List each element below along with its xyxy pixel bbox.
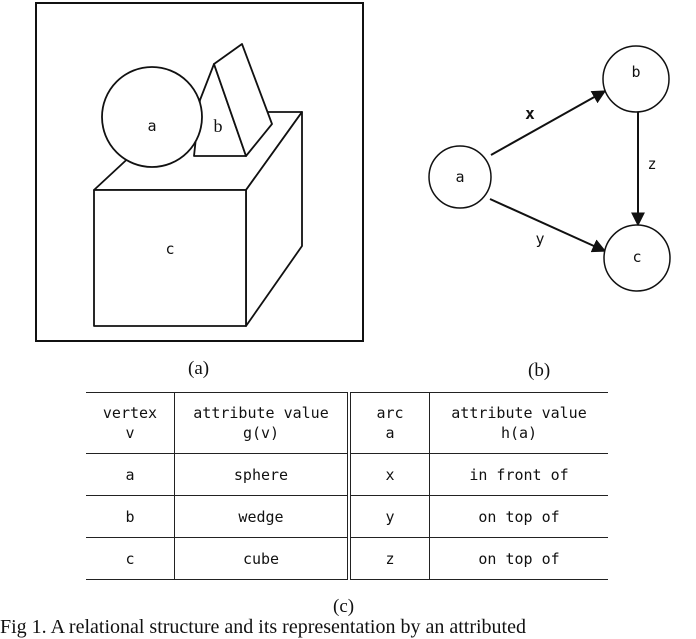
cube-label: c — [165, 240, 174, 258]
vertex-attribute-cell: sphere — [174, 453, 349, 496]
node-c-label: c — [632, 248, 641, 266]
edge-x — [490, 90, 607, 156]
sphere-label: a — [147, 117, 156, 135]
table-row: a sphere x in front of — [86, 453, 608, 496]
table-row: b wedge y on top of — [86, 495, 608, 538]
arc-cell: z — [347, 537, 430, 580]
vertex-cell: c — [125, 549, 135, 568]
graph-panel: a b c x y z — [428, 45, 671, 292]
figure-panels: a b c a b c x y z — [35, 2, 671, 342]
edge-y-label: y — [535, 230, 544, 248]
scene-frame — [35, 2, 364, 342]
figure-caption: Fig 1. A relational structure and its re… — [0, 616, 526, 638]
wedge-label: b — [214, 116, 223, 136]
subfigure-c-label: (c) — [333, 596, 355, 617]
sphere-shape — [101, 66, 203, 168]
subfigure-a-label: (a) — [188, 358, 210, 379]
arc-cell: x — [347, 453, 430, 496]
node-a — [428, 145, 492, 209]
node-a-label: a — [455, 168, 464, 186]
scene-panel: a b c — [35, 2, 364, 342]
arc-attribute-cell: in front of — [429, 453, 608, 496]
edge-x-label: x — [525, 104, 535, 123]
arc-cell: y — [347, 495, 430, 538]
node-b — [602, 45, 670, 113]
edge-y — [489, 198, 607, 253]
subfigure-b-label: (b) — [528, 360, 551, 381]
node-b-label: b — [631, 63, 640, 81]
node-c — [603, 224, 671, 292]
wedge-sloped-face — [213, 43, 273, 157]
vertex-attribute-cell: wedge — [174, 495, 349, 538]
arc-attribute-cell: on top of — [429, 495, 608, 538]
edge-z-label: z — [647, 155, 656, 173]
wedge-shape — [193, 43, 273, 157]
vertex-cell: b — [125, 507, 135, 526]
vertex-attribute-cell: cube — [174, 537, 349, 580]
cube-front-face — [93, 189, 247, 327]
table-row: c cube z on top of — [86, 537, 608, 580]
arc-attribute-cell: on top of — [429, 537, 608, 580]
vertex-cell: a — [125, 465, 135, 484]
